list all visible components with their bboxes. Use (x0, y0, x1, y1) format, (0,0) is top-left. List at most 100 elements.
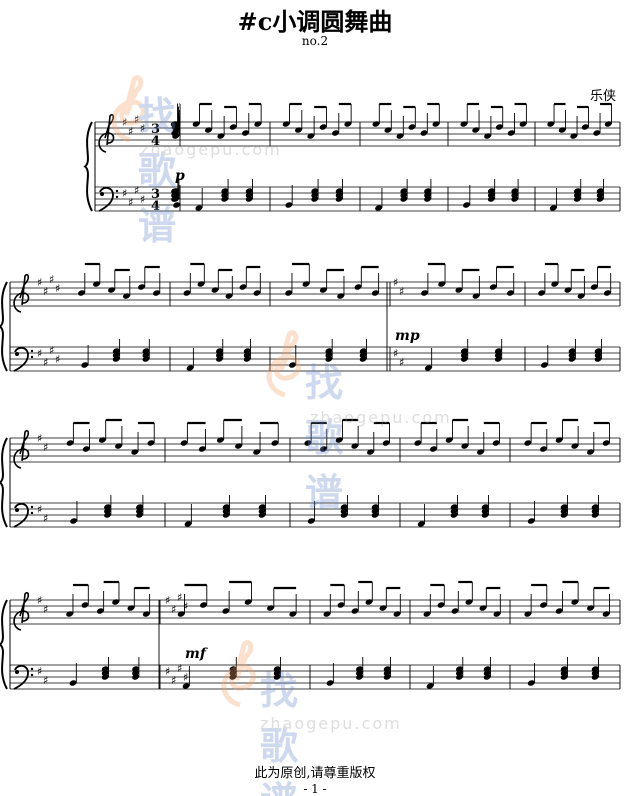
note-head (66, 440, 74, 446)
chord-note-head (215, 352, 223, 358)
watermark-cn-text: 找歌谱 (260, 669, 301, 796)
chord-note-head (273, 670, 281, 676)
chord-note-head (594, 348, 602, 354)
note-head (285, 202, 293, 208)
note-head (484, 133, 492, 139)
watermark-top: 找歌谱 zhaogepu.com (100, 75, 280, 248)
watermark-cn-text: 找歌谱 (305, 361, 346, 515)
brace (83, 121, 93, 212)
chord-note-head (229, 674, 237, 680)
note-head (197, 281, 205, 287)
sharp-icon: ♯ (393, 276, 398, 289)
page-title: #c小调圆舞曲 (237, 7, 393, 36)
sharp-icon: ♯ (393, 347, 398, 360)
sharp-icon: ♯ (43, 285, 48, 298)
note-head (216, 437, 224, 443)
note-head (408, 124, 416, 130)
note-head (147, 440, 155, 446)
chord-note-head (487, 188, 495, 194)
note-head (242, 130, 249, 136)
watermark-url: zhaogepu.com (140, 140, 282, 159)
watermark-bottom: 找歌谱 zhaogepu.com (210, 640, 400, 796)
note-head (337, 293, 345, 299)
chord-note-head (132, 670, 140, 676)
system-2: ♯♯♯♯♯♯♯♯♯♯♯♯mp (0, 262, 621, 372)
note-head (335, 437, 343, 443)
time-signature-bottom: 4 (151, 134, 160, 149)
bass-clef-icon (13, 502, 29, 528)
note-head (319, 287, 327, 293)
chord-note-head (594, 352, 602, 358)
time-signature-top: 3 (151, 187, 160, 202)
note-head (171, 130, 179, 136)
note-head (461, 443, 469, 449)
chord-note-head (136, 512, 144, 518)
note-head (463, 202, 471, 208)
note-head (198, 446, 206, 452)
chord-note-head (325, 348, 333, 354)
note-head (184, 521, 192, 527)
chord-note-head (136, 504, 144, 510)
chord-note-head (340, 512, 348, 518)
note-head (332, 130, 339, 136)
sharp-icon: ♯ (171, 674, 176, 687)
note-head (98, 437, 106, 443)
note-head (253, 290, 261, 296)
sharp-icon: ♯ (49, 273, 54, 286)
chord-note-head (243, 352, 251, 358)
note-head (244, 599, 252, 605)
sharp-icon: ♯ (37, 347, 42, 360)
note-head (417, 521, 425, 527)
chord-note-head (171, 192, 179, 198)
chord-note-head (481, 512, 489, 518)
chord-note-head (104, 508, 112, 514)
note-head (555, 437, 563, 443)
note-head (138, 284, 145, 290)
note-head (70, 518, 78, 524)
note-head (451, 608, 459, 614)
chord-note-head (142, 352, 150, 358)
note-head (465, 599, 473, 605)
note-head (81, 362, 89, 368)
chord-note-head (450, 512, 458, 518)
note-head (131, 449, 139, 455)
note-head (127, 605, 135, 611)
chord-note-head (222, 504, 230, 510)
note-head (354, 284, 362, 290)
chord-note-head (573, 188, 581, 194)
note-head (506, 290, 514, 296)
note-head (235, 443, 243, 449)
note-head (445, 437, 453, 443)
sharp-icon: ♯ (140, 122, 145, 135)
note-head (438, 281, 446, 287)
brace (0, 437, 8, 528)
chord-note-head (101, 666, 109, 672)
note-head (271, 440, 279, 446)
chord-note-head (222, 512, 230, 518)
note-head (307, 133, 315, 139)
note-head (289, 611, 297, 617)
chord-note-head (104, 504, 112, 510)
chord-note-head (460, 348, 468, 354)
chord-note-head (483, 674, 491, 680)
sharp-icon: ♯ (55, 282, 60, 295)
chord-note-head (221, 196, 229, 202)
note-head (437, 602, 445, 608)
treble-clef-icon (98, 113, 115, 153)
chord-note-head (591, 512, 599, 518)
note-head (351, 608, 359, 614)
chord-note-head (573, 196, 581, 202)
chord-note-head (335, 196, 343, 202)
note-head (254, 121, 262, 127)
chord-note-head (340, 508, 348, 514)
chord-note-head (229, 670, 237, 676)
chord-note-head (494, 356, 502, 362)
note-head (590, 284, 598, 290)
chord-note-head (455, 674, 463, 680)
watermark-url: zhaogepu.com (310, 408, 452, 427)
note-head (69, 680, 77, 686)
note-head (384, 127, 392, 133)
sharp-icon: ♯ (43, 356, 48, 369)
